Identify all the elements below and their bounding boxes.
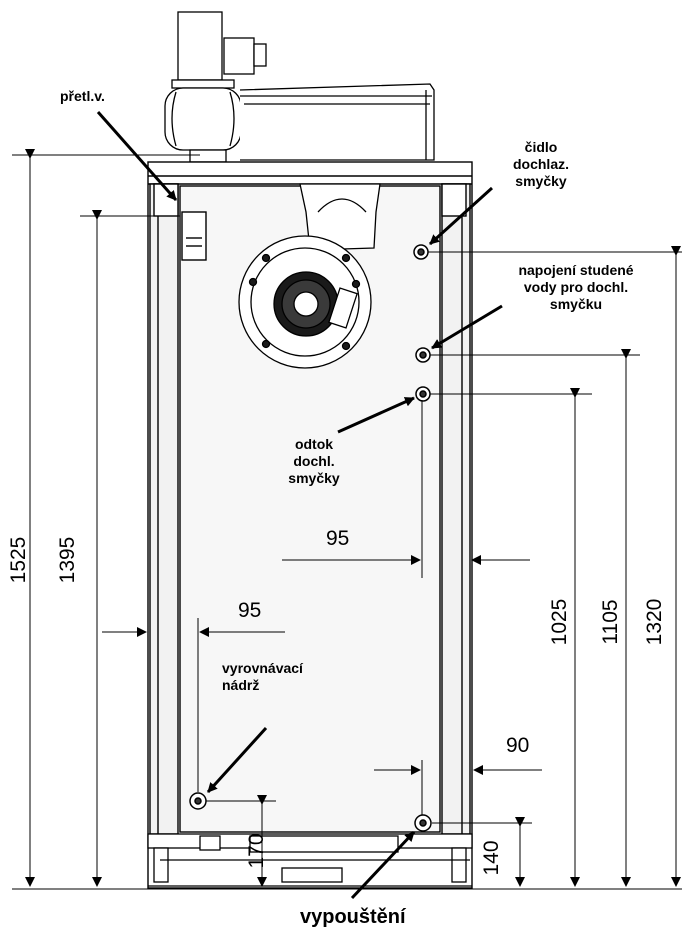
dim-drain-offset: 90 xyxy=(506,734,530,757)
dim-right-offset: 95 xyxy=(326,527,350,550)
loop-sensor-line-1: čidlo xyxy=(524,139,558,155)
cold-water-label: napojení studené vody pro dochl. smyčku xyxy=(488,262,664,313)
expansion-tank-line-2: nádrž xyxy=(222,677,260,693)
dimension-lines xyxy=(12,149,682,890)
connection-ports xyxy=(189,244,432,832)
loop-outlet-line-2: dochl. xyxy=(293,453,335,469)
dim-cold-water-height: 1105 xyxy=(599,599,622,645)
dim-sensor-loop-height: 1320 xyxy=(643,598,666,646)
motor-assembly xyxy=(164,11,435,163)
dim-sensor-height: 1395 xyxy=(56,536,79,584)
dim-tank-height: 170 xyxy=(245,833,268,869)
dim-loop-outlet-height: 1025 xyxy=(548,598,571,646)
cold-water-line-1: napojení studené xyxy=(518,262,634,278)
expansion-tank-line-1: vyrovnávací xyxy=(222,660,303,676)
dim-overall-height: 1525 xyxy=(7,536,30,584)
dim-left-offset: 95 xyxy=(238,599,262,622)
loop-outlet-line-1: odtok xyxy=(294,436,334,452)
dim-drain-height: 140 xyxy=(480,840,503,876)
cold-water-line-3: smyčku xyxy=(549,296,603,312)
loop-sensor-line-3: smyčky xyxy=(515,173,567,189)
overpressure-label: přetl.v. xyxy=(60,88,105,104)
cold-water-line-2: vody pro dochl. xyxy=(523,279,629,295)
callout-arrows xyxy=(96,111,503,900)
loop-outlet-line-3: smyčky xyxy=(288,470,340,486)
drain-label: vypouštění xyxy=(300,906,406,928)
loop-outlet-label: odtok dochl. smyčky xyxy=(268,436,360,487)
loop-sensor-label: čidlo dochlaz. smyčky xyxy=(496,139,586,190)
flue-and-fan xyxy=(238,183,381,369)
loop-sensor-line-2: dochlaz. xyxy=(512,156,569,172)
expansion-tank-label: vyrovnávací nádrž xyxy=(222,660,312,694)
boiler-base xyxy=(147,833,473,887)
